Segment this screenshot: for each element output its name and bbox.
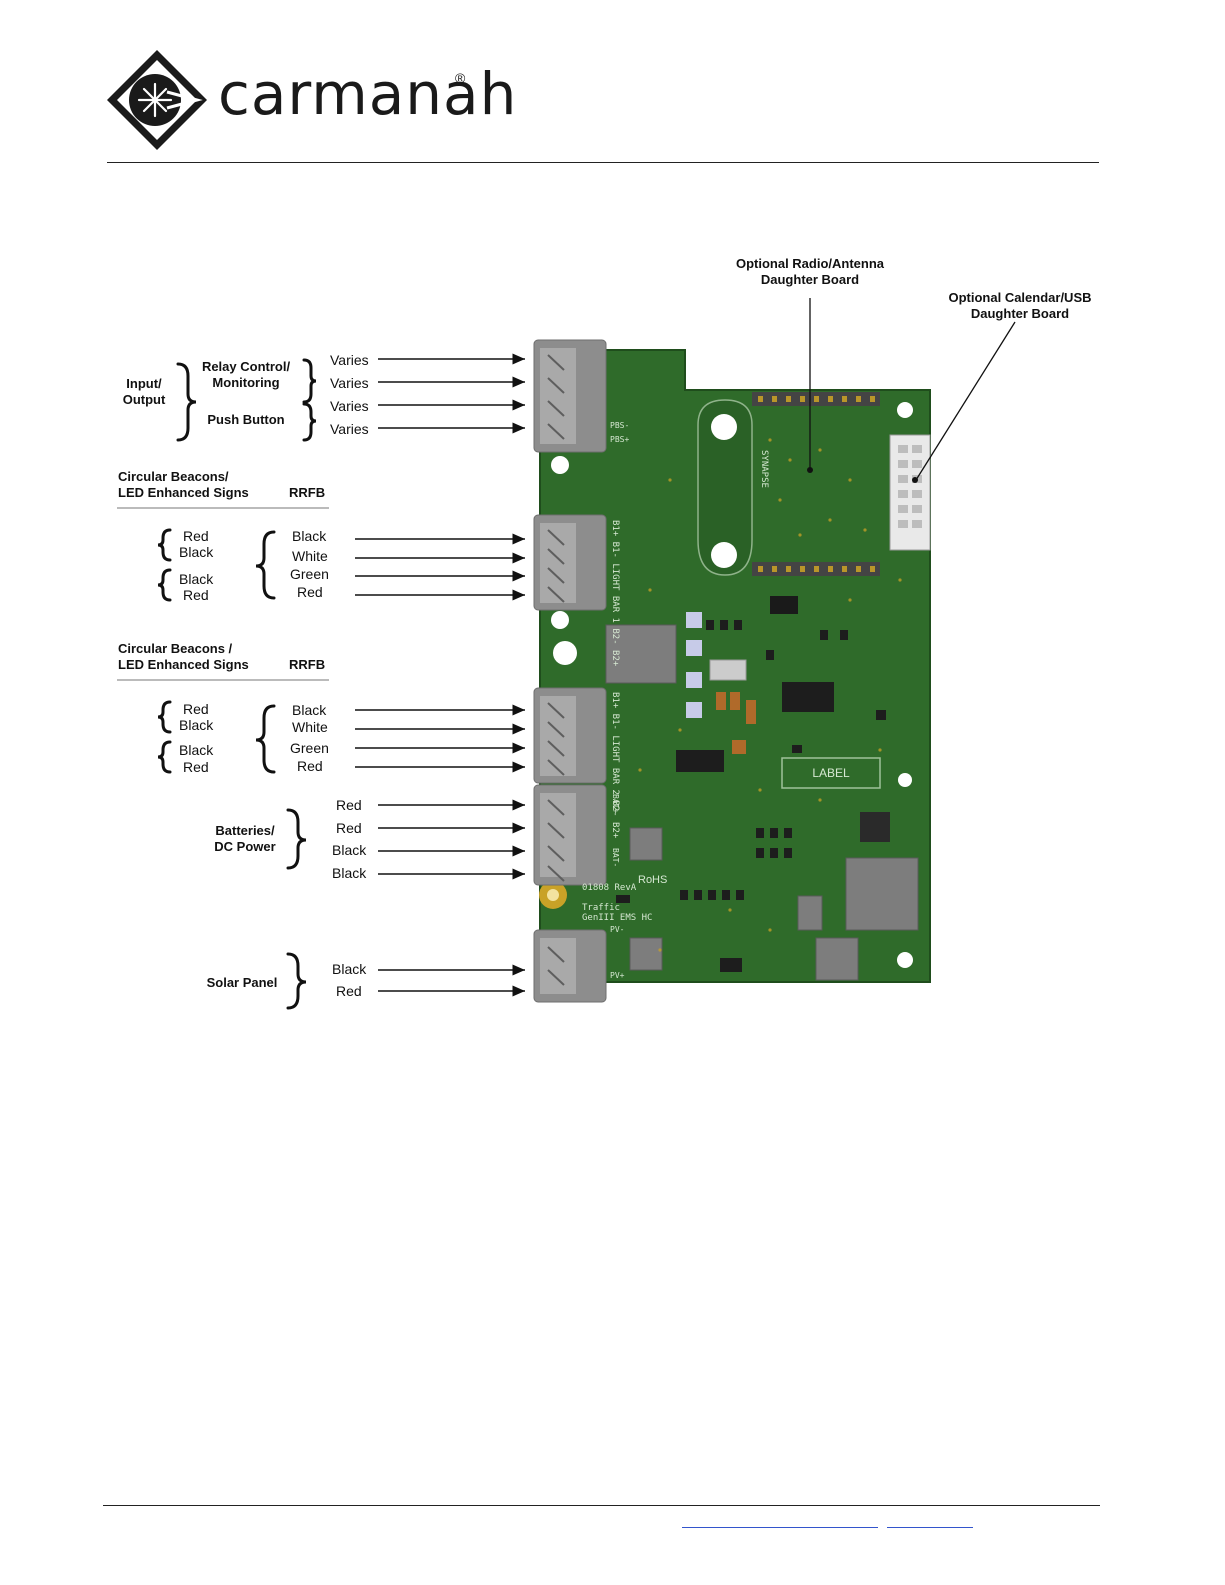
pcb-board-name-text-2: GenIII EMS HC — [582, 913, 652, 923]
lb2-rrfb-1: Black — [292, 702, 327, 718]
io-wire-4: Varies — [330, 421, 369, 437]
terminal-block-io — [533, 339, 607, 453]
daughter-board-pointers — [809, 298, 1016, 481]
lb2-beacon-b-2: Red — [183, 759, 209, 775]
lb1-rrfb-1: Black — [292, 528, 327, 544]
footer-link-underline-1[interactable] — [682, 1527, 878, 1528]
pcb-light-bar-1-silk: B1+ B1- LIGHT BAR 1 B2- B2+ — [610, 520, 620, 667]
carmanah-logo-icon — [107, 50, 207, 150]
pcb-rohs-text: RoHS — [638, 874, 667, 886]
battery-wire-4: Black — [332, 865, 367, 881]
pcb-board-id-text: 01808 RevA — [582, 883, 637, 893]
radio-daughter-board-label: Optional Radio/Antenna Daughter Board — [735, 256, 885, 287]
battery-wire-1: Red — [336, 797, 362, 813]
pcb-board-name-text: Traffic — [582, 903, 620, 913]
solar-panel-label: Solar Panel — [206, 975, 278, 990]
circular-beacons-heading-1: Circular Beacons/ LED Enhanced Signs — [118, 469, 249, 500]
battery-wire-3: Black — [332, 842, 367, 858]
lb1-rrfb-4: Red — [297, 584, 323, 600]
lb2-rrfb-4: Red — [297, 758, 323, 774]
pcb-bat-minus-text: BAT- — [611, 848, 620, 867]
input-output-label: Input/ Output — [122, 376, 166, 407]
lb2-beacon-a-1: Red — [183, 701, 209, 717]
lb2-beacon-a-2: Black — [179, 717, 214, 733]
lb2-rrfb-3: Green — [290, 740, 329, 756]
grouping-braces — [157, 358, 317, 1010]
lb1-beacon-a-1: Red — [183, 528, 209, 544]
circular-beacons-heading-2: Circular Beacons / LED Enhanced Signs — [118, 641, 249, 672]
lb1-beacon-b-2: Red — [183, 587, 209, 603]
section-divider-1 — [117, 507, 329, 509]
terminal-block-solar — [533, 929, 607, 1003]
lb1-rrfb-3: Green — [290, 566, 329, 582]
lb2-beacon-b-1: Black — [179, 742, 214, 758]
pcb-pbs-plus-text: PBS+ — [610, 435, 629, 444]
rrfb-heading-2: RRFB — [289, 657, 326, 672]
lb1-beacon-b-1: Black — [179, 571, 214, 587]
io-wire-2: Varies — [330, 375, 369, 391]
pcb-label-text: LABEL — [812, 766, 850, 780]
wire-arrows — [355, 353, 525, 997]
solar-wire-1: Black — [332, 961, 367, 977]
section-divider-2 — [117, 679, 329, 681]
pcb-pv-minus-text: PV- — [610, 925, 624, 934]
pcb-light-bar-2-silk: B1+ B1- LIGHT BAR 2 B2- B2+ — [610, 692, 620, 839]
pcb-board-image: LABEL RoHS 01808 RevA Traffic GenIII EMS… — [533, 339, 931, 1003]
batteries-label: Batteries/ DC Power — [214, 823, 276, 854]
terminal-block-light-bar-2 — [533, 687, 607, 784]
io-wire-1: Varies — [330, 352, 369, 368]
push-button-label: Push Button — [207, 412, 285, 427]
calendar-daughter-board-label: Optional Calendar/USB Daughter Board — [948, 290, 1092, 321]
logo-registered-mark: ® — [455, 70, 466, 86]
footer-link-underline-2[interactable] — [887, 1527, 973, 1528]
footer-divider — [103, 1505, 1100, 1506]
pcb-bat-plus-text: BAT+ — [611, 794, 620, 813]
terminal-block-battery — [533, 784, 607, 886]
pcb-pv-plus-text: PV+ — [610, 971, 625, 980]
pcb-pbs-minus-text: PBS- — [610, 421, 629, 430]
io-wire-3: Varies — [330, 398, 369, 414]
lb2-rrfb-2: White — [292, 719, 328, 735]
relay-control-label: Relay Control/ Monitoring — [201, 359, 291, 390]
solar-wire-2: Red — [336, 983, 362, 999]
logo-wordmark: carmanah — [218, 60, 518, 128]
rrfb-heading-1: RRFB — [289, 485, 326, 500]
header-divider — [107, 162, 1099, 163]
pcb-synapse-text: SYNAPSE — [759, 450, 769, 488]
lb1-beacon-a-2: Black — [179, 544, 214, 560]
lb1-rrfb-2: White — [292, 548, 328, 564]
terminal-block-light-bar-1 — [533, 514, 607, 611]
battery-wire-2: Red — [336, 820, 362, 836]
